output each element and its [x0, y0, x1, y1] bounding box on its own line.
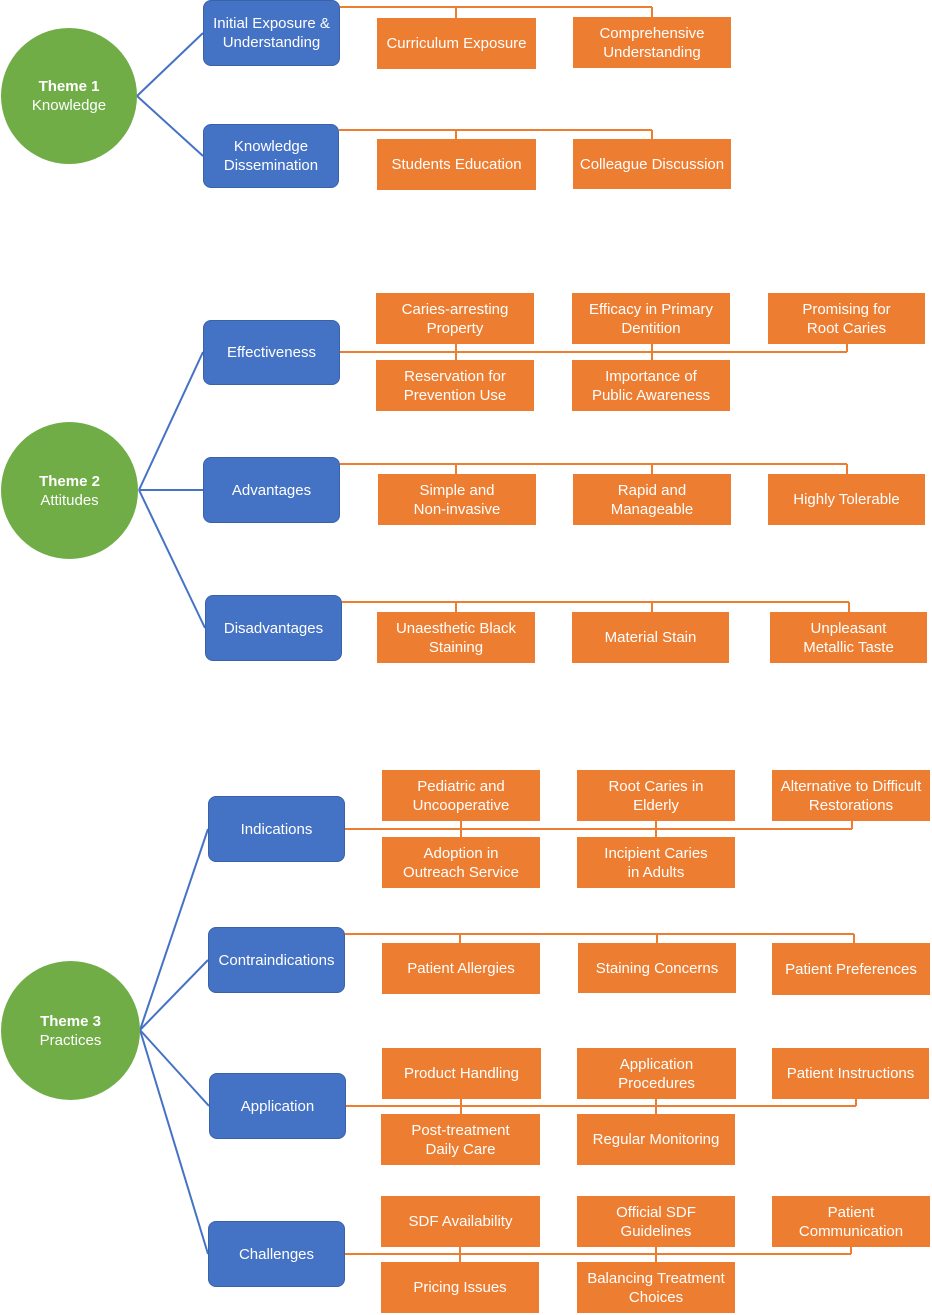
- subtheme-contraindications: Contraindications: [208, 927, 345, 993]
- subtheme-challenges: Challenges: [208, 1221, 345, 1287]
- leaf-alternative-difficult-restorations: Alternative to Difficult Restorations: [772, 770, 930, 821]
- leaf-pricing-issues: Pricing Issues: [381, 1262, 539, 1313]
- subtheme-advantages: Advantages: [203, 457, 340, 523]
- leaf-rapid-manageable: Rapid and Manageable: [573, 474, 731, 525]
- leaf-root-caries-elderly: Root Caries in Elderly: [577, 770, 735, 821]
- leaf-incipient-caries-adults: Incipient Caries in Adults: [577, 837, 735, 888]
- theme-3-title: Theme 3: [40, 1012, 101, 1030]
- leaf-students-education: Students Education: [377, 139, 536, 190]
- theme-connector: [138, 351, 204, 491]
- leaf-material-stain: Material Stain: [572, 612, 729, 663]
- subtheme-disadvantages: Disadvantages: [205, 595, 342, 661]
- theme-connector: [139, 1029, 210, 1107]
- leaf-curriculum-exposure: Curriculum Exposure: [377, 18, 536, 69]
- leaf-staining-concerns: Staining Concerns: [578, 943, 736, 993]
- leaf-importance-public-awareness: Importance of Public Awareness: [572, 360, 730, 411]
- leaf-promising-root-caries: Promising for Root Caries: [768, 293, 925, 344]
- leaf-caries-arresting-property: Caries-arresting Property: [376, 293, 534, 344]
- theme-connector: [139, 959, 209, 1031]
- leaf-official-sdf-guidelines: Official SDF Guidelines: [577, 1196, 735, 1247]
- theme-2-circle: Theme 2 Attitudes: [1, 422, 138, 559]
- subtheme-initial-exposure: Initial Exposure & Understanding: [203, 0, 340, 66]
- theme-1-title: Theme 1: [38, 78, 100, 95]
- leaf-highly-tolerable: Highly Tolerable: [768, 474, 925, 525]
- theme-connector: [136, 32, 204, 97]
- leaf-efficacy-primary-dentition: Efficacy in Primary Dentition: [572, 293, 730, 344]
- leaf-sdf-availability: SDF Availability: [381, 1196, 540, 1247]
- theme-connector: [139, 828, 209, 1031]
- subtheme-knowledge-dissemination: Knowledge Dissemination: [203, 124, 339, 188]
- leaf-application-procedures: Application Procedures: [577, 1048, 736, 1099]
- theme-2-title: Theme 2: [39, 472, 100, 490]
- leaf-patient-instructions: Patient Instructions: [772, 1048, 929, 1099]
- leaf-comprehensive-understanding: Comprehensive Understanding: [573, 17, 731, 68]
- subtheme-effectiveness: Effectiveness: [203, 320, 340, 385]
- theme-connector: [139, 1029, 209, 1255]
- theme-1-circle: Theme 1 Knowledge: [1, 28, 137, 164]
- theme-3-circle: Theme 3 Practices: [1, 961, 140, 1100]
- leaf-product-handling: Product Handling: [382, 1048, 541, 1099]
- theme-connector: [136, 95, 204, 157]
- theme-2-subtitle: Attitudes: [40, 491, 99, 509]
- subtheme-application: Application: [209, 1073, 346, 1139]
- theme-1-subtitle: Knowledge: [31, 97, 107, 114]
- leaf-patient-communication: Patient Communication: [772, 1196, 930, 1247]
- leaf-balancing-treatment-choices: Balancing Treatment Choices: [577, 1262, 735, 1313]
- leaf-colleague-discussion: Colleague Discussion: [573, 139, 731, 189]
- leaf-unaesthetic-black-staining: Unaesthetic Black Staining: [377, 612, 535, 663]
- leaf-patient-allergies: Patient Allergies: [382, 943, 540, 994]
- theme-connector: [138, 489, 206, 629]
- leaf-simple-non-invasive: Simple and Non-invasive: [378, 474, 536, 525]
- theme-3-subtitle: Practices: [39, 1031, 102, 1049]
- subtheme-indications: Indications: [208, 796, 345, 862]
- leaf-adoption-outreach-service: Adoption in Outreach Service: [382, 837, 540, 888]
- leaf-pediatric-uncooperative: Pediatric and Uncooperative: [382, 770, 540, 821]
- leaf-post-treatment-daily-care: Post-treatment Daily Care: [381, 1114, 540, 1165]
- leaf-unpleasant-metallic-taste: Unpleasant Metallic Taste: [770, 612, 927, 663]
- leaf-patient-preferences: Patient Preferences: [772, 943, 930, 995]
- leaf-regular-monitoring: Regular Monitoring: [577, 1114, 735, 1165]
- leaf-reservation-prevention-use: Reservation for Prevention Use: [376, 360, 534, 411]
